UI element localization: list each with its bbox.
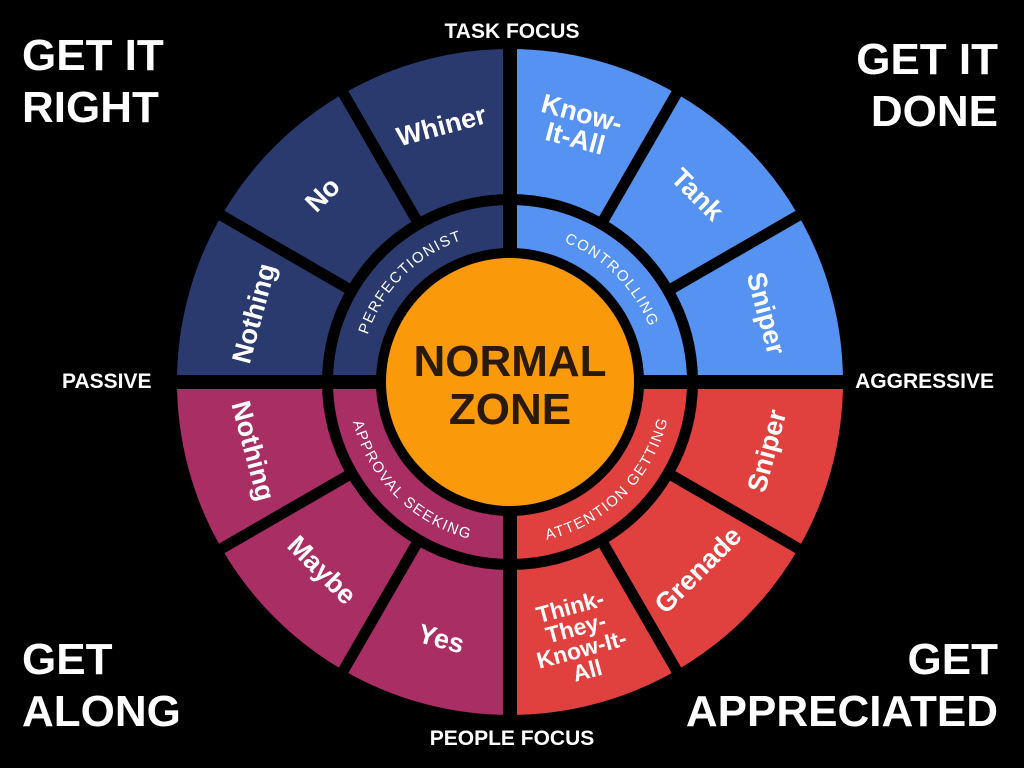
corner-label-get-it-right: GET IT RIGHT bbox=[22, 30, 164, 134]
segment-sniper bbox=[672, 382, 843, 549]
corner-line: DONE bbox=[870, 87, 998, 136]
segment-divider bbox=[336, 87, 424, 228]
segment-dividers bbox=[173, 45, 847, 719]
style-ring-band bbox=[333, 205, 510, 382]
corner-line: RIGHT bbox=[22, 83, 159, 132]
axis-label-passive: PASSIVE bbox=[62, 370, 152, 393]
corner-line: GET IT bbox=[856, 35, 998, 84]
segment-knowitall bbox=[510, 49, 677, 220]
segment-thinktheyknowitall bbox=[510, 544, 677, 715]
style-ring-band bbox=[510, 205, 687, 382]
segment-yes bbox=[343, 544, 510, 715]
center-circle bbox=[386, 258, 634, 506]
segment-nothing bbox=[177, 215, 348, 382]
corner-label-get-along: GET ALONG bbox=[22, 634, 181, 738]
corner-line: GET bbox=[22, 635, 113, 684]
axis-label-people-focus: PEOPLE FOCUS bbox=[429, 727, 595, 750]
corner-label-get-it-done: GET IT DONE bbox=[856, 34, 998, 138]
segment-divider bbox=[596, 536, 684, 677]
axis-label-task-focus: TASK FOCUS bbox=[444, 20, 580, 43]
segment-divider bbox=[215, 468, 356, 556]
segment-divider bbox=[336, 536, 424, 677]
style-ring-band bbox=[510, 382, 687, 559]
segment-whiner bbox=[343, 49, 510, 220]
segment-divider bbox=[596, 87, 684, 228]
corner-line: GET bbox=[907, 635, 998, 684]
segment-divider bbox=[664, 468, 805, 556]
corner-line: ALONG bbox=[22, 687, 181, 736]
corner-label-get-appreciated: GET APPRECIATED bbox=[686, 634, 998, 738]
segment-label: Think-They-Know-It-All bbox=[522, 582, 635, 695]
corner-line: APPRECIATED bbox=[685, 687, 998, 736]
style-ring-band bbox=[333, 382, 510, 559]
segment-divider bbox=[215, 208, 356, 296]
segment-divider bbox=[664, 208, 805, 296]
corner-line: GET IT bbox=[22, 31, 164, 80]
segment-nothing bbox=[177, 382, 348, 549]
axis-label-aggressive: AGGRESSIVE bbox=[855, 370, 994, 393]
segment-sniper bbox=[672, 215, 843, 382]
